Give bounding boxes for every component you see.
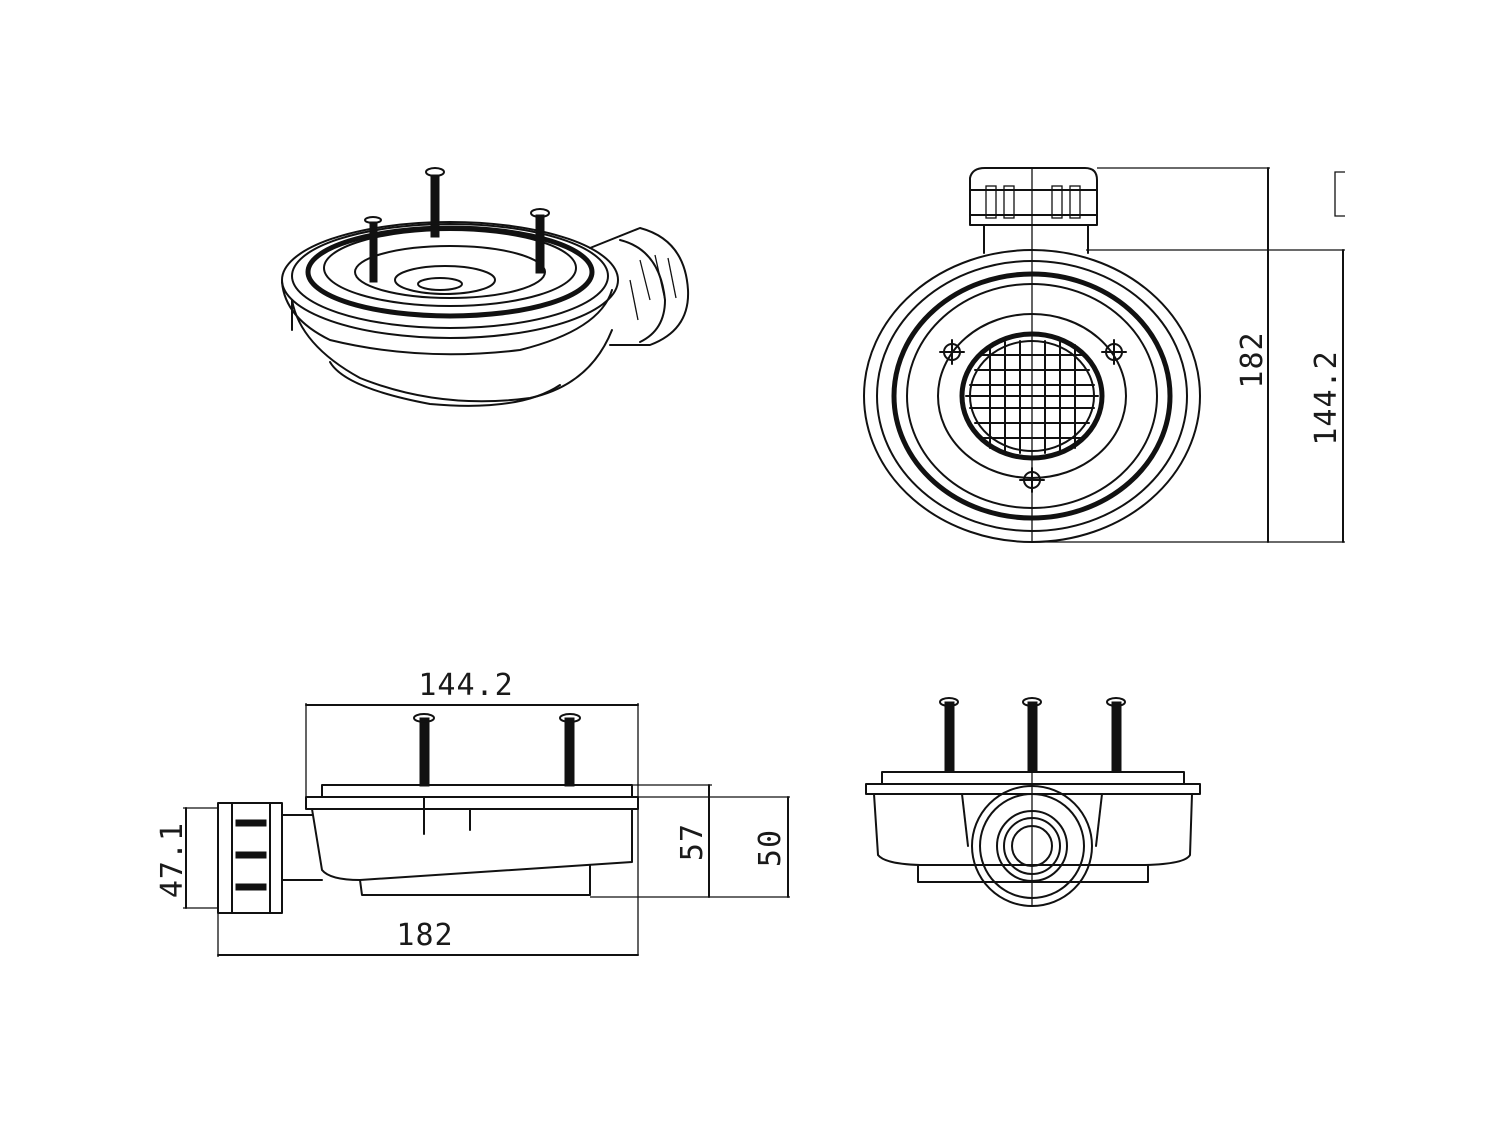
dim-side-144-2: 144.2 [418, 668, 513, 703]
dim-side-57: 57 [675, 823, 710, 861]
dim-top-182: 182 [1235, 331, 1270, 388]
front-view [865, 697, 1201, 907]
isometric-view [281, 167, 690, 407]
side-view: 144.2 182 47.1 57 50 [155, 668, 790, 957]
dim-side-50: 50 [753, 829, 788, 867]
dim-side-47-1: 47.1 [155, 822, 190, 898]
dim-side-182: 182 [396, 918, 453, 953]
top-view: 182 144.2 [863, 167, 1345, 543]
dim-top-144-2: 144.2 [1309, 350, 1344, 445]
